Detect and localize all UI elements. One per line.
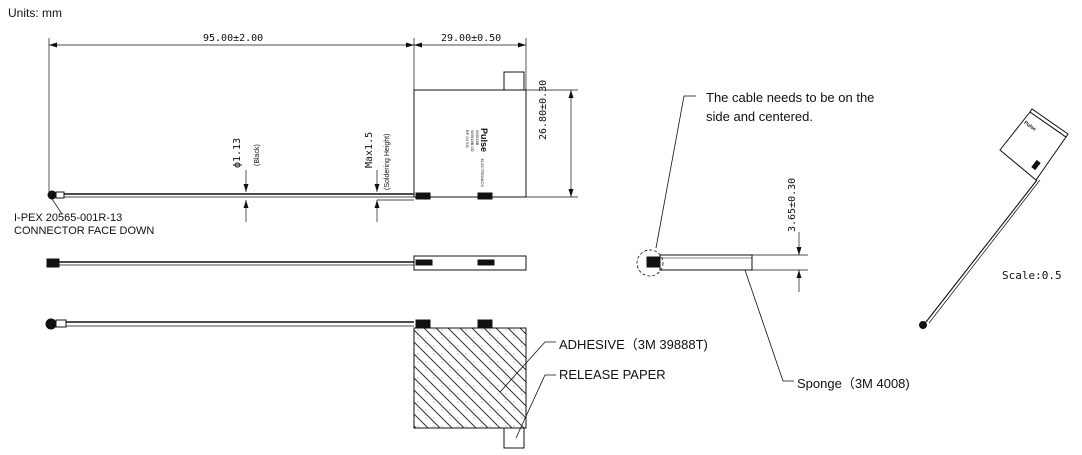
connector-label: I-PEX 20565-001R-13 CONNECTOR FACE DOWN: [14, 212, 154, 238]
pulse-brand: Pulse: [479, 128, 489, 153]
connector-line-2: CONNECTOR FACE DOWN: [14, 225, 155, 237]
sponge-label: Sponge（3M 4008): [797, 376, 910, 391]
cable-note-line-1: The cable needs to be on the: [706, 90, 875, 105]
part-marking-1: W3918B: [475, 130, 480, 146]
part-marking-2: W3918B 0D: [470, 130, 475, 152]
solder-note: (Soldering Height): [384, 133, 391, 190]
part-markings: W3918B W3918B 0D BP 04 SN: [465, 130, 480, 152]
detail-circle: [636, 249, 664, 277]
length-head-dim: 29.00±0.50: [441, 33, 502, 44]
release-tab: [503, 71, 525, 91]
cable-diameter: ϕ1.13: [232, 137, 243, 168]
solder-max-height: Max1.5: [364, 131, 375, 168]
units-label: Units: mm: [8, 6, 62, 20]
thickness-detail: [636, 95, 808, 382]
height-head-dim: 26.80±0.30: [538, 79, 549, 140]
side-view: [46, 255, 527, 271]
pulse-sub: ELECTRONICS: [480, 158, 485, 187]
isometric-view: [919, 108, 1069, 329]
scale-label: Scale:0.5: [1002, 269, 1062, 282]
release-paper-tab: [503, 427, 525, 449]
connector-line-1: I-PEX 20565-001R-13: [14, 212, 123, 224]
bottom-view: [45, 318, 556, 449]
cable-color: (Black): [254, 144, 261, 166]
cable-note-line-2: side and centered.: [706, 109, 813, 124]
thickness-dim: 3.65±0.30: [787, 177, 798, 232]
length-main-dim: 95.00±2.00: [203, 33, 264, 44]
antenna-head-side: [413, 255, 527, 271]
release-paper-label: RELEASE PAPER: [559, 367, 666, 382]
cable-note: The cable needs to be on the side and ce…: [706, 88, 874, 126]
adhesive-label: ADHESIVE（3M 39888T): [559, 337, 708, 352]
top-view: [47, 38, 578, 222]
antenna-head-top: [413, 89, 527, 198]
